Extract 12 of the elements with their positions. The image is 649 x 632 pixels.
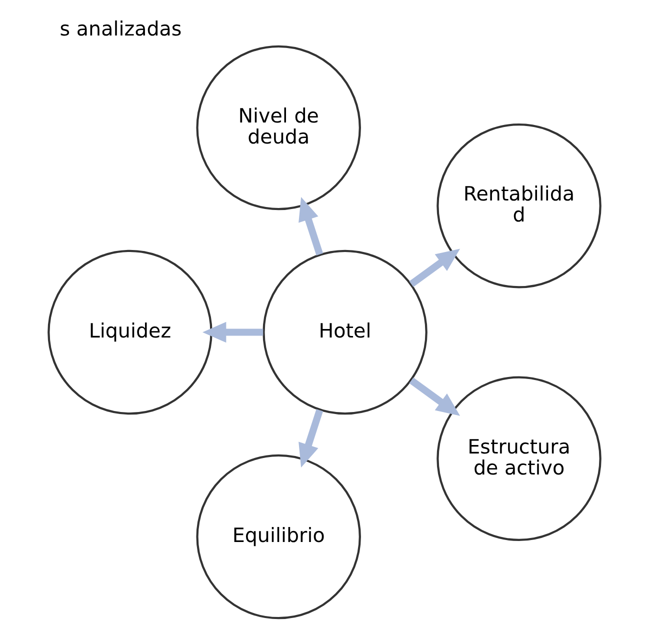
node-circle: Rentabilida d	[436, 123, 602, 288]
arrow	[298, 197, 324, 256]
node-circle: Hotel	[262, 250, 428, 415]
arrow	[409, 378, 460, 416]
node-circle: Nivel de deuda	[196, 45, 361, 210]
node-circle: Equilibrio	[196, 454, 361, 620]
diagram-title: s analizadas	[60, 17, 182, 40]
arrow	[409, 248, 460, 287]
arrow	[202, 322, 264, 343]
node-circle: Liquidez	[48, 250, 212, 415]
node-circle: Estructura de activo	[436, 376, 602, 542]
arrow	[298, 409, 324, 468]
